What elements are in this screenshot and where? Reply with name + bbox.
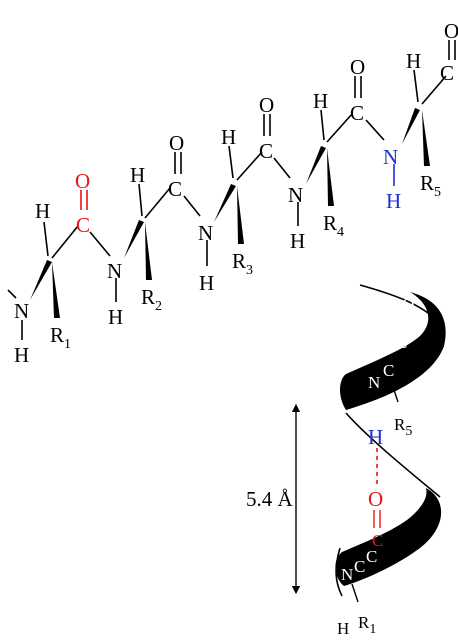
atom-n4: N <box>288 183 303 207</box>
wedge-n2-ca2 <box>124 220 144 258</box>
bond-c2-n3 <box>183 195 201 217</box>
bond-terminal <box>7 289 17 299</box>
helix-top-c1: C <box>396 333 407 352</box>
atom-n2: N <box>107 259 122 283</box>
helix-top-n: N <box>368 373 380 392</box>
helix-mid-o: O <box>368 487 383 511</box>
helix-ribbon <box>335 284 446 597</box>
atom-c4: C <box>350 101 364 125</box>
wedge-ca4-r4 <box>327 148 334 206</box>
atom-h-ca1: H <box>35 199 50 223</box>
wedge-ca5-r5 <box>422 110 430 166</box>
atom-n1: N <box>14 299 29 323</box>
bond-ca1-c1 <box>51 225 79 259</box>
wedge-ca1-r1 <box>52 262 60 318</box>
helix-bottom-r-bond <box>351 583 359 603</box>
atom-o5: O <box>444 19 458 43</box>
bond-ca5-h <box>413 69 419 103</box>
atom-h-n1: H <box>14 343 29 367</box>
helix-top-c-o-bond2 <box>402 315 406 331</box>
helix-mid-c: C <box>372 531 383 550</box>
bond-ca3-h <box>228 145 234 179</box>
bond-c4-n5 <box>365 119 385 141</box>
helix-back-middle <box>345 412 441 498</box>
residue-r5: R5 <box>420 171 441 200</box>
residue-r4: R4 <box>323 211 344 240</box>
helix-top-c-o-bond <box>397 315 401 331</box>
wedge-ca2-r2 <box>145 222 152 280</box>
atom-o3: O <box>259 93 274 117</box>
atom-o4: O <box>350 55 365 79</box>
atom-o1: O <box>75 169 90 193</box>
helix-back-bottom <box>335 547 343 597</box>
helix-band-upper <box>340 292 446 410</box>
wedge-n1-ca1 <box>30 260 52 300</box>
pitch-label: 5.4 Å <box>246 487 294 511</box>
atom-h-n5: H <box>386 189 401 213</box>
atom-h-ca3: H <box>221 125 236 149</box>
helix-band-lower <box>335 488 442 586</box>
helix-top-o: O <box>402 295 414 314</box>
atom-c2: C <box>168 177 182 201</box>
helix-top-r: R5 <box>394 415 412 439</box>
residue-r1: R1 <box>50 323 71 352</box>
chain-atoms: N H H C O N H H C O N H H C O N H H C O … <box>14 19 458 367</box>
atom-n5: N <box>383 145 398 169</box>
atom-n3: N <box>198 221 213 245</box>
helix-top-c2: C <box>383 361 394 380</box>
atom-h-n2: H <box>108 305 123 329</box>
wedge-n3-ca3 <box>214 184 236 222</box>
helix-atoms: O C C N R5 H O C N C C H R1 <box>337 295 414 638</box>
wedge-ca3-r3 <box>237 186 244 244</box>
helix-top-r-bond <box>391 383 399 403</box>
atom-h-ca2: H <box>130 163 145 187</box>
bond-ca4-h <box>320 109 325 141</box>
atom-c5: C <box>440 61 454 85</box>
atom-h-n3: H <box>199 271 214 295</box>
atom-o2: O <box>169 131 184 155</box>
wedge-n5-ca5 <box>402 108 420 144</box>
residue-labels: R1 R2 R3 R4 R5 <box>50 171 441 352</box>
residue-r3: R3 <box>232 249 253 278</box>
residue-r2: R2 <box>141 285 162 314</box>
helix-bottom-n: N <box>341 565 353 584</box>
bond-ca3-c3 <box>236 151 263 181</box>
helix-bottom-c2: C <box>366 547 377 566</box>
bond-c1-n2 <box>89 231 111 257</box>
helix-top-h: H <box>368 425 383 449</box>
bond-c3-n4 <box>273 157 291 179</box>
helix-bottom-r: R1 <box>358 613 376 637</box>
atom-c1: C <box>76 213 90 237</box>
pitch-indicator: 5.4 Å <box>246 403 301 595</box>
wedge-n4-ca4 <box>306 146 326 184</box>
atom-h-n4: H <box>290 229 305 253</box>
atom-h-ca5: H <box>406 49 421 73</box>
helix-bottom-c1: C <box>354 557 365 576</box>
bond-ca2-h <box>138 183 143 217</box>
bond-ca1-h <box>43 221 49 257</box>
atom-c3: C <box>259 139 273 163</box>
chain-bonds <box>7 40 456 340</box>
helix-bottom-h: H <box>337 619 349 638</box>
bond-ca2-c2 <box>144 187 171 219</box>
bond-ca4-c4 <box>326 113 353 143</box>
bond-ca5-c5 <box>421 75 447 105</box>
atom-h-ca4: H <box>313 89 328 113</box>
